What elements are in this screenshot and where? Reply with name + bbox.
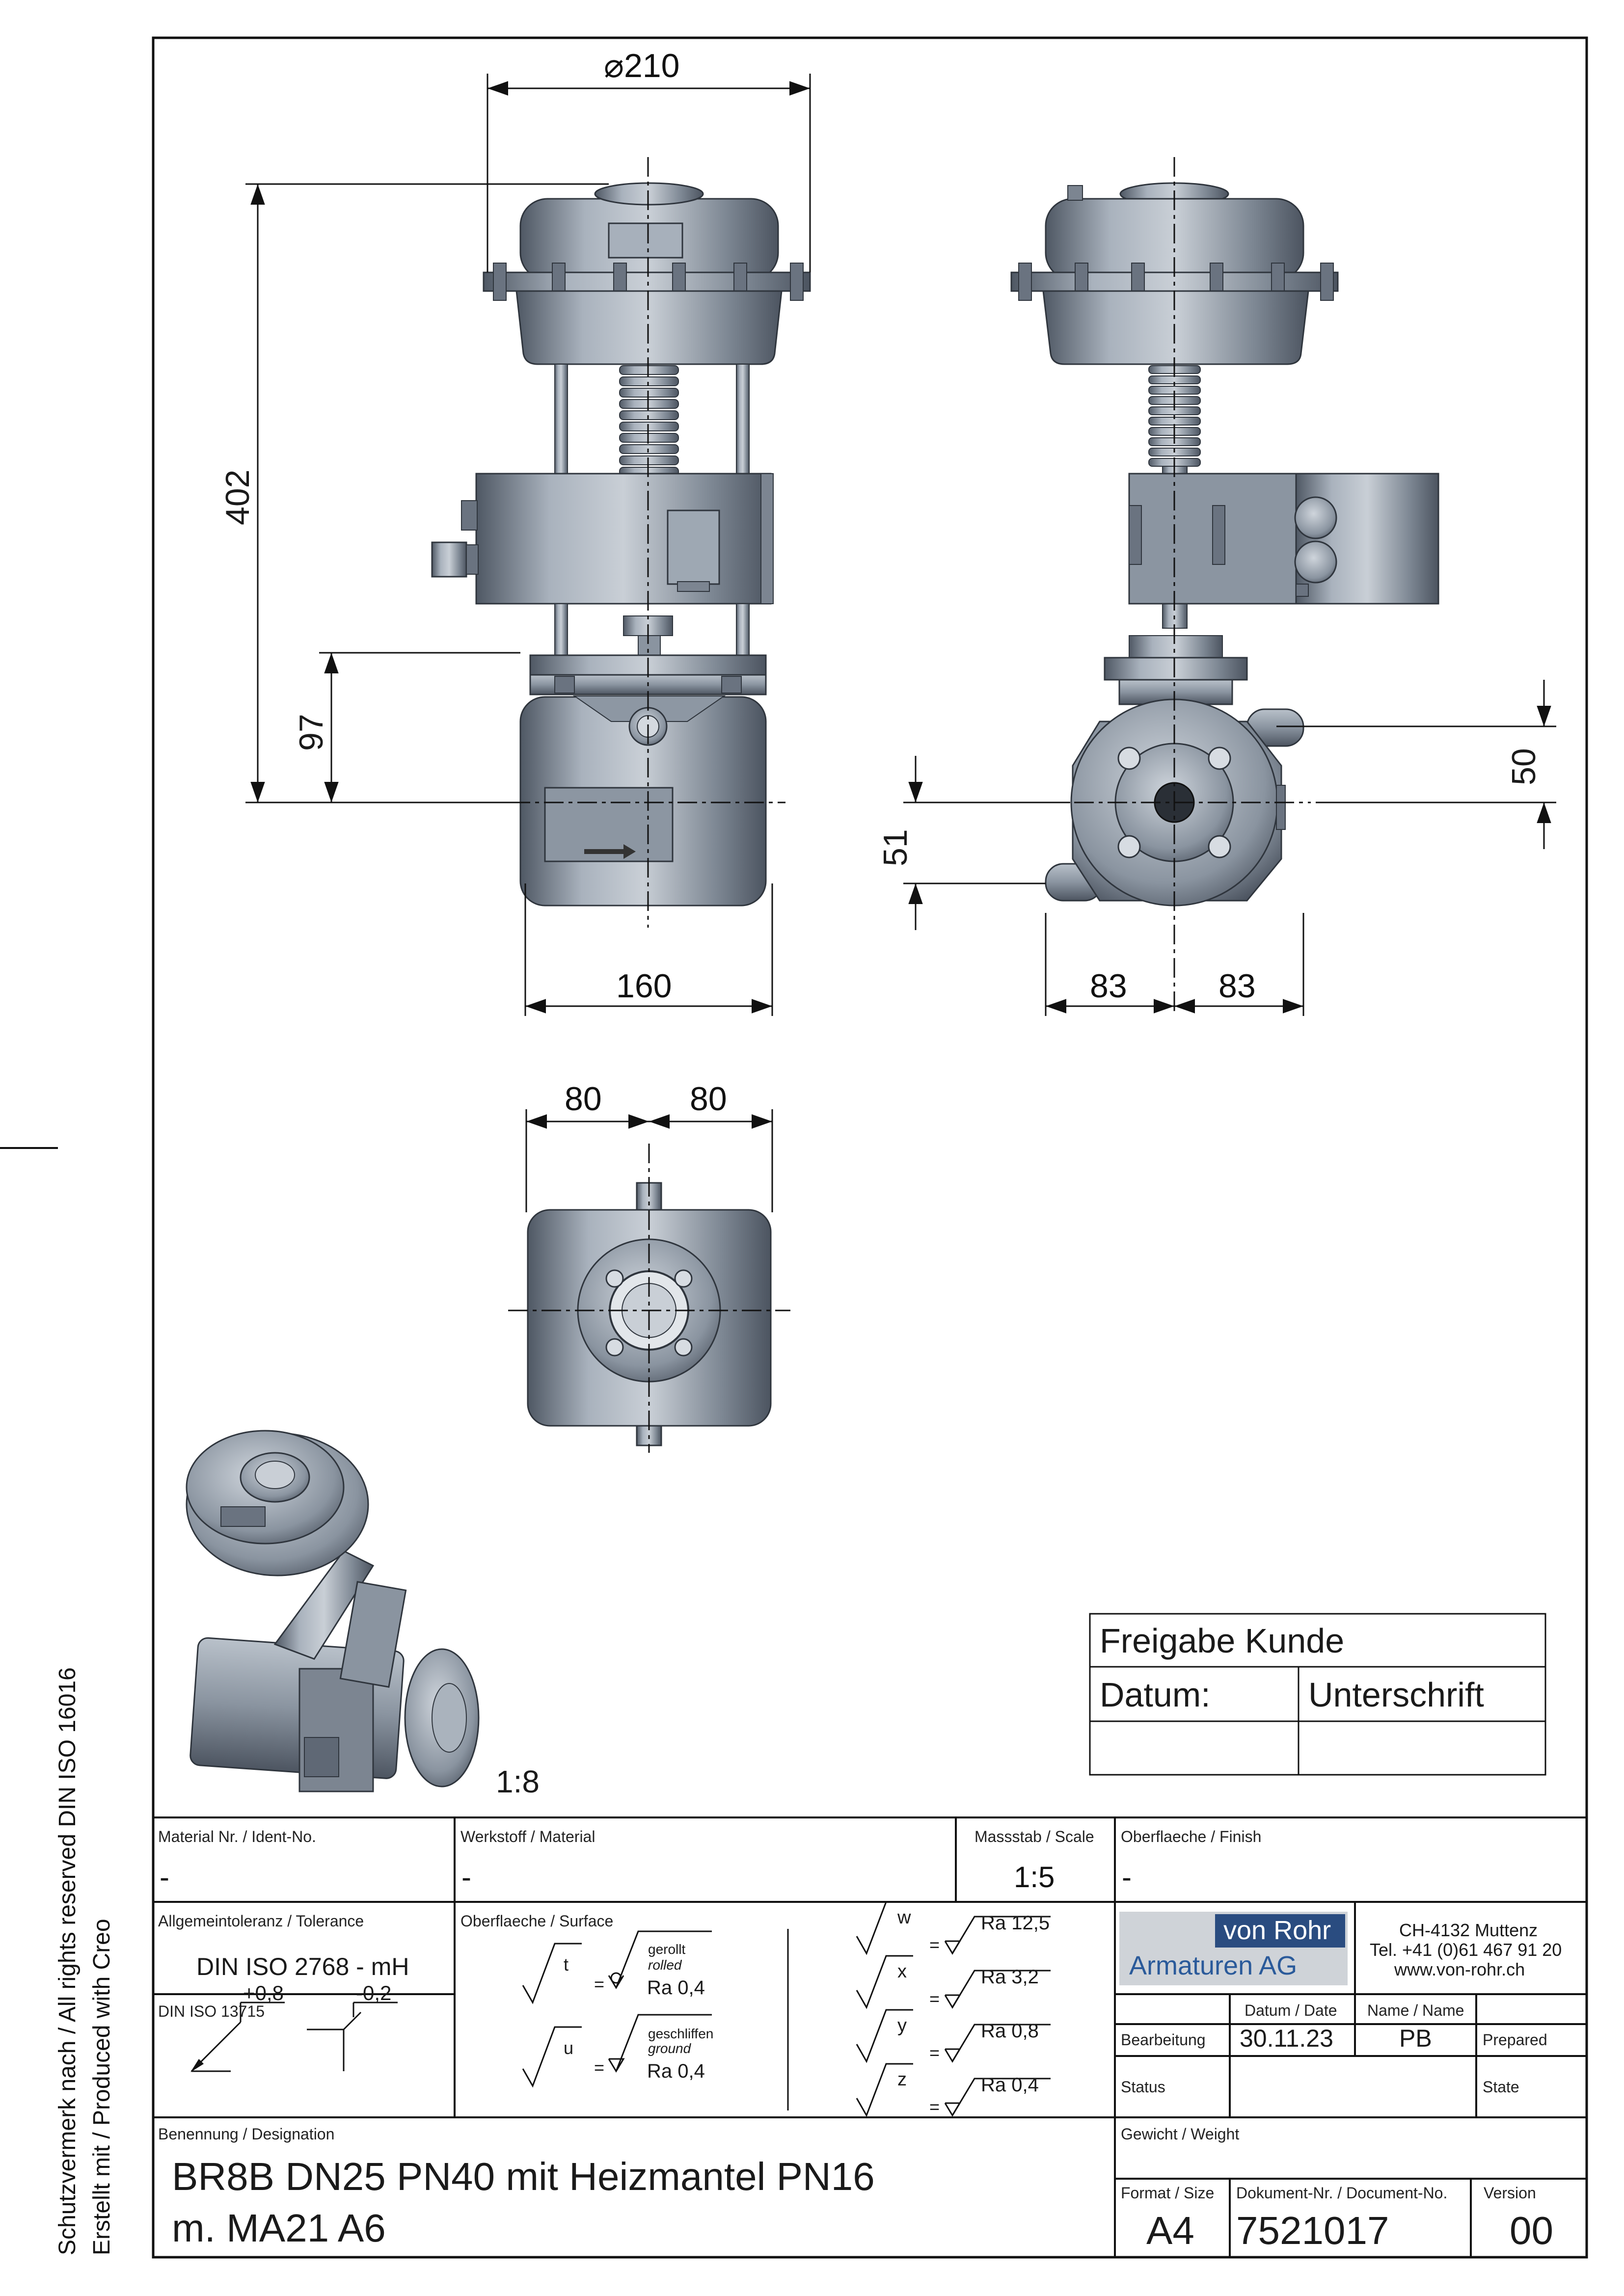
sheet-frame — [152, 36, 1588, 2259]
designation-label: Benennung / Designation — [158, 2125, 335, 2143]
approval-signature-label: Unterschrift — [1308, 1676, 1484, 1714]
edge-plus-value: +0,8 — [243, 1981, 284, 2004]
rough-w-value: Ra 12,5 — [981, 1912, 1050, 1934]
bearbeitung-date: 30.11.23 — [1240, 2025, 1333, 2052]
format-value: A4 — [1146, 2209, 1194, 2252]
rough-y-eq: = — [929, 2043, 940, 2063]
material-nr-value: - — [160, 1861, 169, 1894]
ra-u-value: Ra 0,4 — [647, 2060, 705, 2082]
surface-symbols — [522, 1930, 712, 2088]
isometric-view — [186, 1430, 480, 1792]
werkstoff-value: - — [461, 1861, 471, 1894]
surface-u: u — [564, 2038, 574, 2058]
ra-t-value: Ra 0,4 — [647, 1977, 705, 1999]
copyright-note: Schutzvermerk nach / All rights reserved… — [54, 1667, 81, 2255]
tolerance-value: DIN ISO 2768 - mH — [196, 1953, 409, 1980]
rough-x-letter: x — [897, 1961, 907, 1982]
approval-date-label: Datum: — [1100, 1676, 1211, 1714]
produced-note: Erstellt mit / Produced with Creo — [89, 1919, 115, 2255]
version-value: 00 — [1510, 2209, 1553, 2252]
dim-offset-51: 51 — [877, 829, 914, 866]
side-dimensions — [903, 680, 1556, 1016]
rough-x-value: Ra 3,2 — [981, 1966, 1039, 1988]
scale-value: 1:5 — [1014, 1861, 1055, 1894]
werkstoff-label: Werkstoff / Material — [460, 1828, 595, 1845]
dim-height-total: 402 — [219, 469, 256, 525]
approval-title: Freigabe Kunde — [1100, 1622, 1345, 1660]
prepared-label: Prepared — [1483, 2031, 1547, 2049]
front-view — [431, 157, 811, 928]
name-header: Name / Name — [1367, 2002, 1464, 2019]
roughness-symbols — [856, 1901, 1051, 2117]
surface-label: Oberflaeche / Surface — [460, 1912, 614, 1930]
isometric-scale: 1:8 — [496, 1764, 540, 1799]
doc-value: 7521017 — [1236, 2209, 1389, 2252]
status-label: Status — [1121, 2078, 1165, 2096]
surface-t: t — [564, 1954, 569, 1975]
bottom-dimensions — [525, 1109, 773, 1212]
rough-w-letter: w — [897, 1907, 911, 1928]
bearbeitung-name: PB — [1399, 2025, 1432, 2052]
company-logo — [1119, 1912, 1348, 1985]
version-label: Version — [1484, 2184, 1536, 2202]
geschliffen-label: geschliffen — [648, 2026, 714, 2041]
eq-t: = — [594, 1974, 605, 1994]
dim-offset-50: 50 — [1505, 748, 1543, 785]
gerollt-label: gerollt — [648, 1942, 686, 1957]
address-line-1: CH-4132 Muttenz — [1399, 1920, 1538, 1940]
logo-bottom-text: Armaturen AG — [1129, 1951, 1298, 1980]
dim-half-left: 83 — [1090, 967, 1127, 1005]
rolled-label: rolled — [648, 1957, 682, 1973]
designation-line-1: BR8B DN25 PN40 mit Heizmantel PN16 — [172, 2155, 875, 2198]
side-view — [1010, 157, 1439, 1016]
tolerance-label: Allgemeintoleranz / Tolerance — [158, 1912, 364, 1930]
approval-box — [1089, 1613, 1546, 1776]
weight-label: Gewicht / Weight — [1121, 2125, 1240, 2143]
rough-z-letter: z — [897, 2069, 907, 2090]
material-nr-label: Material Nr. / Ident-No. — [158, 1828, 316, 1845]
finish-value: - — [1122, 1861, 1132, 1894]
front-dimensions — [245, 74, 811, 1016]
doc-label: Dokument-Nr. / Document-No. — [1236, 2184, 1448, 2202]
rough-x-eq: = — [929, 1989, 940, 2009]
dim-width-body: 160 — [616, 967, 672, 1005]
rough-z-value: Ra 0,4 — [981, 2074, 1039, 2096]
dim-bottom-left: 80 — [565, 1080, 602, 1118]
logo-top-text: von Rohr — [1223, 1916, 1331, 1945]
dim-diameter: ⌀210 — [604, 47, 680, 84]
bottom-view — [508, 1144, 790, 1453]
dim-bottom-right: 80 — [690, 1080, 727, 1118]
finish-label: Oberflaeche / Finish — [1121, 1828, 1262, 1845]
edge-minus-value: -0,2 — [356, 1981, 392, 2004]
title-block-lines — [153, 1816, 1587, 2257]
ground-label: ground — [648, 2041, 691, 2056]
dim-half-right: 83 — [1218, 967, 1256, 1005]
format-label: Format / Size — [1121, 2184, 1215, 2202]
date-header: Datum / Date — [1245, 2002, 1337, 2019]
dim-height-lower: 97 — [293, 714, 330, 751]
bearbeitung-label: Bearbeitung — [1121, 2031, 1206, 2049]
address-line-3: www.von-rohr.ch — [1394, 1959, 1525, 1979]
rough-y-value: Ra 0,8 — [981, 2020, 1039, 2042]
rough-w-eq: = — [929, 1935, 940, 1955]
designation-line-2: m. MA21 A6 — [172, 2206, 386, 2250]
rough-z-eq: = — [929, 2097, 940, 2117]
iso13715-label: DIN ISO 13715 — [158, 2002, 265, 2020]
rough-y-letter: y — [897, 2015, 907, 2036]
eq-u: = — [594, 2057, 605, 2078]
address-line-2: Tel. +41 (0)61 467 91 20 — [1370, 1940, 1562, 1960]
state-label: State — [1483, 2078, 1519, 2096]
scale-label: Massstab / Scale — [974, 1828, 1094, 1845]
